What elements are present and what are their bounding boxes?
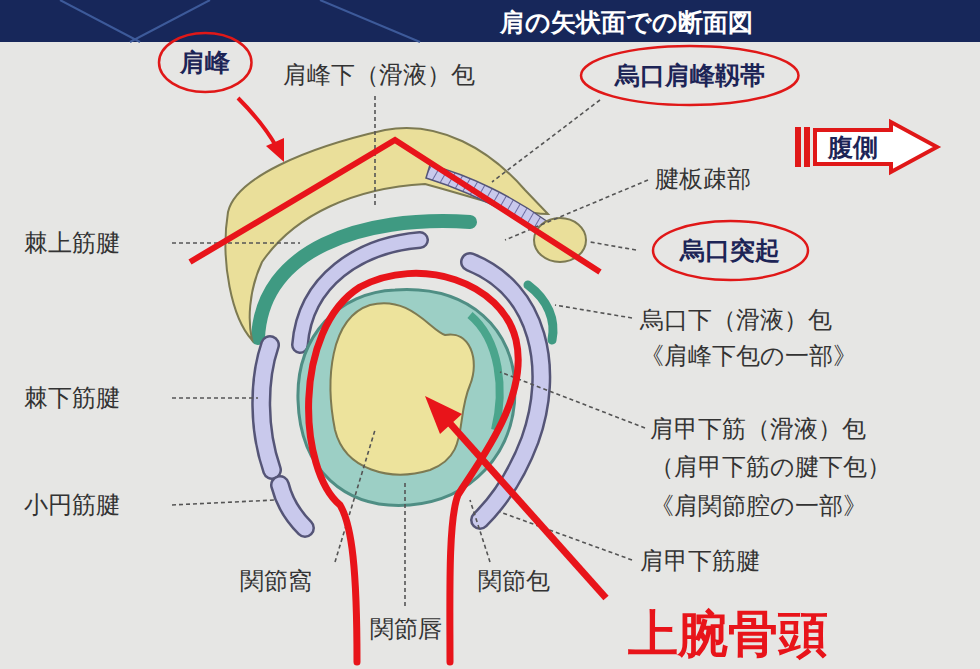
callout-text: 腹側 — [828, 131, 941, 164]
leader-line — [492, 100, 600, 182]
part-label: 関節包 — [478, 566, 550, 596]
banner-lines — [60, 0, 420, 42]
teres-minor-tendon — [280, 485, 305, 528]
callout-text: 烏口突起 — [651, 234, 810, 267]
leader-line — [172, 500, 275, 505]
part-label: 腱板疎部 — [655, 164, 751, 194]
diagram-title: 肩の矢状面での断面図 — [500, 6, 753, 39]
part-label: 棘上筋腱 — [24, 228, 120, 258]
subcoracoid-bursa — [528, 285, 553, 340]
pointer-arrow — [447, 420, 606, 598]
leader-line — [172, 242, 300, 244]
leader-line — [335, 430, 375, 562]
leader-line — [500, 372, 645, 428]
subscapularis-bursa — [470, 315, 500, 430]
leader-line — [404, 480, 406, 606]
part-label: 肩甲下筋（滑液）包 （肩甲下筋の腱下包） 《肩関節腔の一部》 — [650, 410, 945, 525]
tendon-outline — [280, 485, 305, 528]
acromion-outline-mark — [190, 140, 600, 272]
tendon-outline — [261, 345, 272, 470]
arrow-stripe — [795, 127, 801, 167]
arrow-head — [425, 396, 462, 434]
leader-line — [590, 242, 636, 250]
direction-arrow-box: 腹側 — [795, 121, 941, 173]
leader-line — [172, 397, 258, 399]
highlight-label: 上腕骨頭 — [628, 603, 828, 666]
part-label: 小円筋腱 — [24, 490, 120, 520]
callout-text: 肩峰 — [157, 46, 254, 79]
arrow-stripe — [804, 127, 810, 167]
tendon-bands — [258, 221, 553, 528]
leader-lines — [172, 96, 648, 606]
leader-line — [555, 305, 632, 318]
part-label: 肩峰下（滑液）包 — [283, 60, 475, 90]
circled-callout: 肩峰 — [157, 31, 254, 94]
title-banner — [0, 0, 980, 42]
infraspinatus-tendon — [261, 345, 272, 470]
leader-line — [505, 180, 648, 240]
part-label: 棘下筋腱 — [24, 383, 120, 413]
part-label: 烏口下（滑液）包 《肩峰下包の一部》 — [640, 302, 910, 374]
glenoid — [331, 303, 474, 474]
part-label: 関節窩 — [240, 566, 312, 596]
part-label: 肩甲下筋腱 — [640, 546, 760, 576]
leader-line — [470, 500, 490, 562]
part-label: 関節唇 — [370, 614, 442, 644]
circled-callout: 烏口肩峰靱帯 — [579, 44, 801, 107]
pointer-arrow — [238, 98, 276, 146]
circled-callout: 烏口突起 — [651, 219, 810, 282]
callout-text: 烏口肩峰靱帯 — [579, 59, 801, 92]
arrow-head — [266, 138, 284, 162]
